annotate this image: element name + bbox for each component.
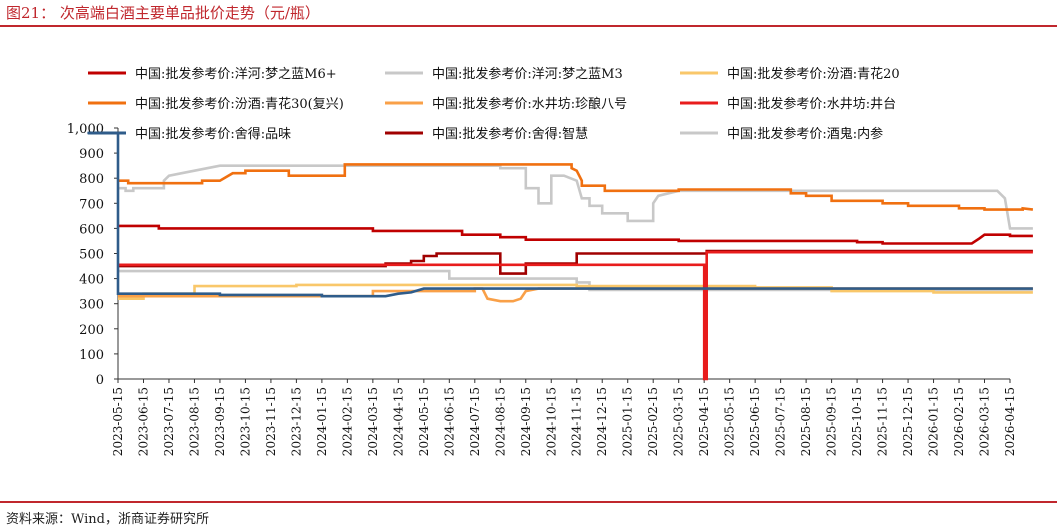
y-tick-label: 500 — [79, 248, 104, 263]
x-tick-label: 2025-10-15 — [850, 387, 864, 456]
x-tick-label: 2026-02-15 — [952, 387, 966, 456]
x-tick-label: 2024-06-15 — [442, 387, 456, 456]
x-tick-label: 2024-02-15 — [340, 387, 354, 456]
line-chart: 中国:批发参考价:洋河:梦之蓝M6+ 中国:批发参考价:洋河:梦之蓝M3 中国:批发… — [67, 66, 1034, 456]
x-tick-label: 2023-07-15 — [162, 387, 176, 456]
x-tick-label: 2024-08-15 — [493, 387, 507, 456]
x-tick-label: 2025-11-15 — [876, 387, 890, 456]
title-rule — [0, 25, 1057, 27]
series-lines — [87, 131, 1034, 381]
series-line — [118, 224, 1033, 245]
y-tick-label: 600 — [79, 222, 104, 237]
legend-label: 中国:批发参考价:舍得:智慧 — [432, 126, 588, 142]
series-line — [118, 163, 1034, 211]
series-line — [118, 250, 1033, 381]
legend-label: 中国:批发参考价:洋河:梦之蓝M6+ — [135, 66, 337, 82]
x-tick-label: 2023-10-15 — [238, 387, 252, 456]
y-tick-label: 1,000 — [67, 122, 104, 137]
y-tick-label: 200 — [79, 323, 104, 338]
x-tick-label: 2025-09-15 — [825, 387, 839, 456]
x-tick-label: 2024-07-15 — [468, 387, 482, 456]
x-tick-label: 2024-10-15 — [544, 387, 558, 456]
source-note: 资料来源：Wind，浙商证券研究所 — [6, 512, 209, 527]
legend-label: 中国:批发参考价:水井坊:珍酿八号 — [432, 96, 627, 112]
y-tick-label: 100 — [79, 348, 104, 363]
y-tick-label: 800 — [79, 172, 104, 187]
figure-title: 图21： 次高端白酒主要单品批价走势（元/瓶） — [6, 4, 320, 22]
y-tick-label: 900 — [79, 147, 104, 162]
legend-label: 中国:批发参考价:洋河:梦之蓝M3 — [432, 66, 623, 82]
x-tick-label: 2025-06-15 — [748, 387, 762, 456]
x-tick-label: 2023-09-15 — [213, 387, 227, 456]
y-tick-label: 300 — [79, 298, 104, 313]
legend-label: 中国:批发参考价:汾酒:青花30(复兴) — [135, 96, 344, 112]
series-line — [118, 287, 1033, 303]
x-tick-label: 2026-04-15 — [1003, 387, 1017, 456]
x-tick-label: 2024-03-15 — [366, 387, 380, 456]
x-tick-label: 2024-12-15 — [595, 387, 609, 456]
source-rule — [0, 501, 1057, 503]
series-line — [118, 164, 1033, 230]
x-tick-label: 2025-12-15 — [901, 387, 915, 456]
x-axis: 2023-05-15 2023-06-15 2023-07-15 2023-08-15… — [111, 378, 1017, 456]
x-tick-label: 2025-08-15 — [799, 387, 813, 456]
x-tick-label: 2024-04-15 — [391, 387, 405, 456]
x-tick-label: 2026-03-15 — [978, 387, 992, 456]
x-tick-label: 2023-12-15 — [289, 387, 303, 456]
chart-legend: 中国:批发参考价:洋河:梦之蓝M6+ 中国:批发参考价:洋河:梦之蓝M3 中国:批发… — [88, 66, 900, 142]
x-tick-label: 2024-05-15 — [417, 387, 431, 456]
y-tick-label: 400 — [79, 273, 104, 288]
series-line — [87, 131, 1033, 298]
x-tick-label: 2023-06-15 — [136, 387, 150, 456]
legend-label: 中国:批发参考价:水井坊:井台 — [727, 96, 896, 112]
y-axis: 0 100 200 300 400 500 600 700 800 900 1,000 — [67, 122, 119, 388]
x-tick-label: 2023-11-15 — [264, 387, 278, 456]
x-tick-label: 2026-01-15 — [927, 387, 941, 456]
legend-label: 中国:批发参考价:酒鬼:内参 — [727, 126, 883, 142]
y-tick-label: 700 — [79, 197, 104, 212]
x-tick-label: 2023-05-15 — [111, 387, 125, 456]
legend-label: 中国:批发参考价:舍得:品味 — [135, 126, 291, 142]
x-tick-label: 2023-08-15 — [187, 387, 201, 456]
x-tick-label: 2025-05-15 — [723, 387, 737, 456]
x-tick-label: 2024-01-15 — [315, 387, 329, 456]
legend-label: 中国:批发参考价:汾酒:青花20 — [727, 66, 900, 82]
x-tick-label: 2025-03-15 — [672, 387, 686, 456]
x-tick-label: 2024-11-15 — [570, 387, 584, 456]
x-tick-label: 2025-07-15 — [774, 387, 788, 456]
x-tick-label: 2025-04-15 — [697, 387, 711, 456]
x-tick-label: 2024-09-15 — [519, 387, 533, 456]
y-tick-label: 0 — [96, 373, 104, 388]
x-tick-label: 2025-01-15 — [621, 387, 635, 456]
x-tick-label: 2025-02-15 — [646, 387, 660, 456]
